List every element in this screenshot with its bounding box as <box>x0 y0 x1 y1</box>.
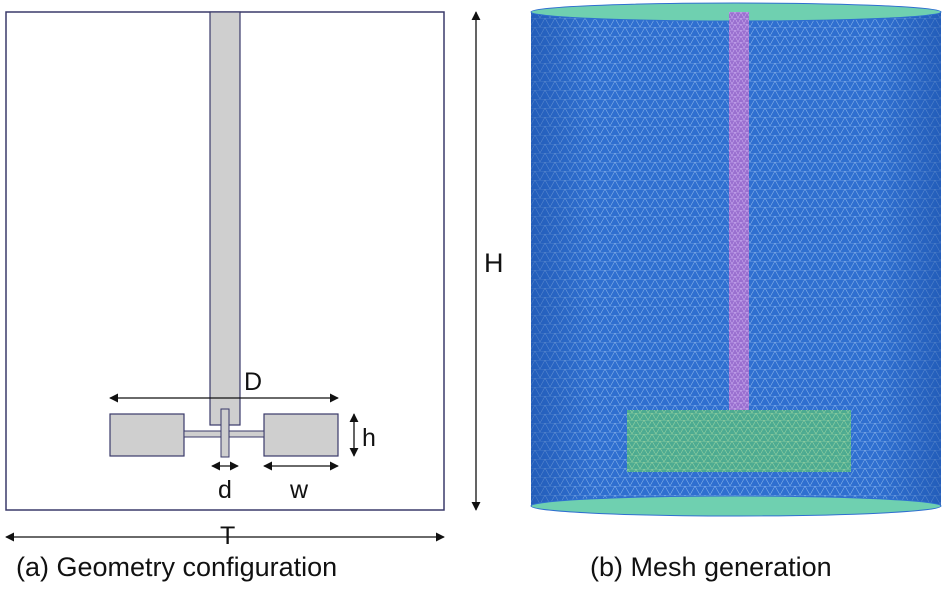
mesh-impeller-zone <box>627 410 851 472</box>
label-d: d <box>218 476 232 504</box>
label-D: D <box>244 368 262 396</box>
mesh-shaft <box>729 12 749 410</box>
left-blade <box>109 413 185 457</box>
caption-a: (a) Geometry configuration <box>16 552 338 582</box>
label-H: H <box>484 248 504 278</box>
caption-b: (b) Mesh generation <box>590 552 832 582</box>
mesh-bottom-rim <box>530 495 942 517</box>
mesh-panel <box>530 2 942 517</box>
geometry-panel: D h d w T H <box>5 11 504 550</box>
label-w: w <box>289 476 309 504</box>
shaft <box>209 11 241 426</box>
label-T: T <box>220 522 235 550</box>
right-blade <box>263 413 339 457</box>
hub <box>220 408 230 458</box>
label-h: h <box>362 424 376 452</box>
